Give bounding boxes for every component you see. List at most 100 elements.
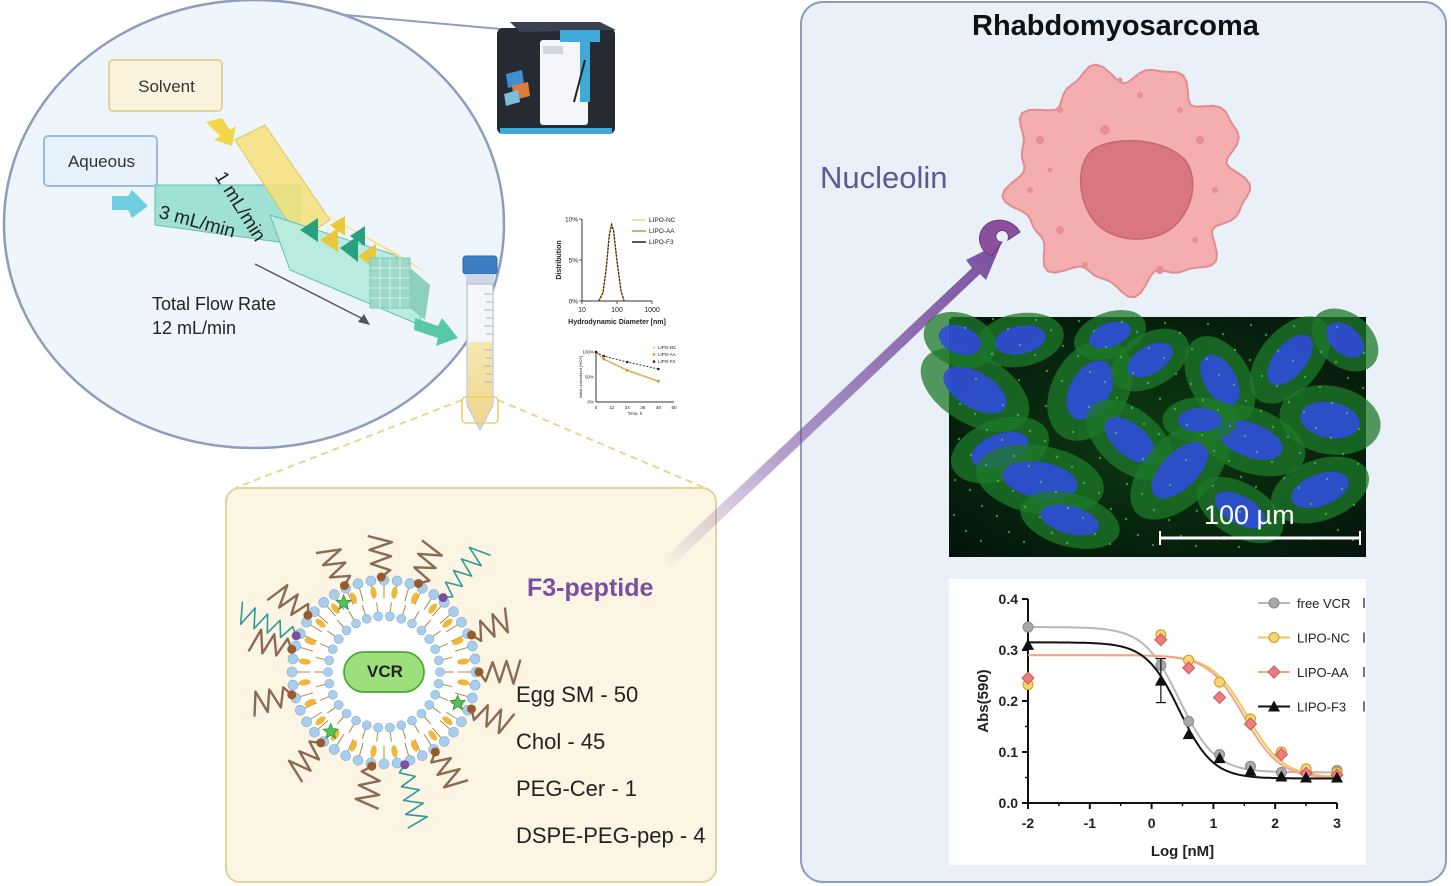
nucleolin-speck [1104,345,1108,349]
nucleolin-speck [1271,425,1275,429]
vcr-star-icon [334,593,353,611]
data-point [1021,671,1035,685]
lipid-head [424,700,435,710]
data-point [1182,728,1195,740]
legend-label: LIPO-F3 [1297,700,1346,715]
peg-chain [478,659,522,685]
nucleolin-speck [1194,544,1198,548]
peg-anchor [287,644,297,654]
nucleus-stain [1088,321,1132,349]
nucleolin-speck [1259,409,1263,413]
solvent-label: Solvent [138,76,195,96]
cholesterol [315,716,326,726]
nucleolin-speck [1140,492,1144,496]
lipid-head [466,692,478,704]
nucleus-stain [1300,401,1360,439]
outlet-arrow [414,318,458,346]
y-tick-label: 0% [587,400,594,405]
nucleolin-speck [1211,484,1215,488]
nucleolin-speck [1178,331,1182,335]
vcr-star-icon [322,722,340,739]
peg-chain [470,704,516,735]
nucleolin-speck [1286,435,1290,439]
nucleolin-speck [1190,347,1194,351]
data-point [1183,715,1195,727]
nucleolin-speck [1131,371,1135,375]
nucleolin-speck [1184,458,1188,462]
falcon-tube [461,255,499,432]
lipid-head [295,704,306,716]
lipid-head [323,667,333,677]
cholesterol [370,745,377,758]
legend-swatch [652,346,656,349]
nucleolin-speck [1034,318,1038,322]
series-line [598,223,625,302]
nucleolin-speck [958,402,962,406]
lipid-head [456,716,467,728]
aqueous-inlet-arrow [112,190,148,218]
nucleolin-speck [1309,502,1313,506]
nucleus-stain [1217,420,1283,460]
lipid-head [424,634,435,644]
nucleolin-speck [1334,360,1338,364]
cholesterol [349,740,357,752]
lipid-head [391,757,403,769]
lipid-head [365,575,377,587]
liposome-zoom-right [497,399,706,489]
data-point [1274,747,1289,762]
nucleolin-speck [1264,333,1268,337]
x-tick-label: 1 [1210,815,1218,831]
nucleolin-speck [1071,430,1075,434]
data-point [1213,752,1226,764]
nucleolin-speck [1325,477,1329,481]
lipid-head [309,726,320,738]
nucleolin-speck [1124,517,1128,521]
nucleolin-speck [1195,509,1199,513]
nucleolin-speck [1114,431,1118,435]
nucleolin-speck [1000,438,1004,442]
x-tick-label: 12 [609,405,615,410]
data-point [602,354,606,358]
nucleolin-speck [1205,357,1209,361]
lipid-head [391,575,403,587]
composition-chol: Chol - 45 [516,729,606,754]
fit-curve [1028,654,1338,779]
lipid-head [328,689,338,700]
nucleolin-speck [1163,321,1167,325]
nucleus-stain [994,325,1046,355]
nucleolin-speck [1130,406,1134,410]
peg-anchor [467,704,477,714]
nucleolin-label: Nucleolin [820,160,948,195]
series-line [595,351,659,370]
nucleolin-speck [1201,398,1205,402]
data-point [1181,661,1196,675]
legend-label: LIPO-NC [658,345,677,350]
cholesterol [330,730,340,741]
cholesterol [391,586,398,599]
peg-chain [367,534,394,578]
nucleolin-speck [1157,432,1161,436]
nucleolin-speck [968,488,972,492]
nucleolin-speck [1329,436,1333,440]
nucleolin-speck [1244,399,1248,403]
nucleolin-speck [984,463,988,467]
nucleolin-speck [1302,410,1306,414]
nucleus-stain [1104,417,1156,463]
lipid-head [378,758,390,770]
cholesterol [411,740,419,752]
rhabdomyosarcoma-cell [1001,63,1252,299]
nucleolin-speck [1050,531,1054,535]
series-line [595,351,659,382]
y-axis-label: Initial normalized [%CF] [578,356,583,398]
nucleolin-speck [1335,325,1339,329]
x-tick-label: -1 [1084,815,1097,831]
nucleolin-speck [1243,434,1247,438]
legend-swatch [652,360,656,363]
cholesterol [442,618,453,628]
nucleus-stain [1214,491,1266,529]
nucleolin-speck [1049,328,1053,332]
peg-chain [266,584,310,617]
peg-anchor [303,610,313,620]
nucleolin-speck [1270,460,1274,464]
